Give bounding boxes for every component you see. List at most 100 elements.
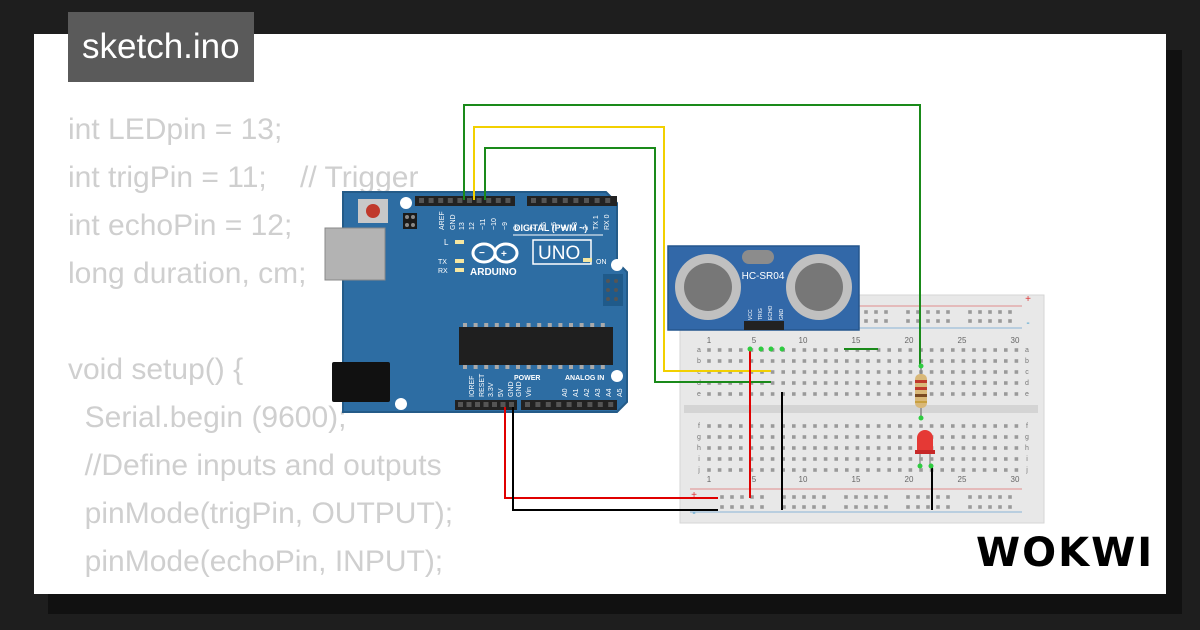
breadboard-hole[interactable]	[982, 381, 987, 385]
rail-hole[interactable]	[968, 319, 972, 323]
rail-hole[interactable]	[926, 505, 930, 509]
breadboard-hole[interactable]	[845, 359, 849, 363]
rail-hole[interactable]	[978, 310, 982, 314]
breadboard-hole[interactable]	[866, 392, 870, 396]
breadboard-hole[interactable]	[961, 468, 966, 472]
breadboard-hole[interactable]	[898, 468, 902, 472]
breadboard-hole[interactable]	[972, 435, 976, 439]
breadboard-hole[interactable]	[887, 392, 891, 396]
breadboard-hole[interactable]	[749, 468, 754, 472]
breadboard-hole[interactable]	[739, 348, 743, 352]
breadboard-hole[interactable]	[919, 468, 923, 472]
breadboard-hole[interactable]	[908, 424, 913, 428]
rail-hole[interactable]	[988, 495, 992, 499]
breadboard-hole[interactable]	[993, 435, 997, 439]
breadboard-hole[interactable]	[813, 381, 817, 385]
breadboard-hole[interactable]	[1014, 348, 1019, 352]
rail-hole[interactable]	[822, 495, 826, 499]
header-pin[interactable]	[457, 198, 463, 203]
breadboard-hole[interactable]	[717, 359, 722, 363]
breadboard-hole[interactable]	[940, 446, 944, 450]
rail-hole[interactable]	[864, 310, 868, 314]
breadboard-hole[interactable]	[813, 468, 817, 472]
header-pin[interactable]	[475, 402, 480, 407]
breadboard-hole[interactable]	[834, 424, 838, 428]
breadboard-hole[interactable]	[908, 381, 913, 385]
breadboard-hole[interactable]	[855, 370, 860, 374]
breadboard-hole[interactable]	[792, 446, 796, 450]
breadboard-hole[interactable]	[951, 370, 955, 374]
breadboard-hole[interactable]	[898, 381, 902, 385]
rail-hole[interactable]	[978, 319, 982, 323]
breadboard-hole[interactable]	[929, 392, 934, 396]
breadboard-hole[interactable]	[834, 446, 838, 450]
breadboard-hole[interactable]	[1004, 424, 1008, 428]
breadboard-hole[interactable]	[1014, 381, 1019, 385]
breadboard-hole[interactable]	[823, 381, 828, 385]
breadboard-hole[interactable]	[908, 392, 913, 396]
breadboard-hole[interactable]	[887, 381, 891, 385]
breadboard-hole[interactable]	[749, 392, 754, 396]
breadboard-hole[interactable]	[866, 457, 870, 461]
breadboard-hole[interactable]	[993, 359, 997, 363]
breadboard-hole[interactable]	[770, 359, 775, 363]
breadboard-hole[interactable]	[940, 424, 944, 428]
rail-hole[interactable]	[864, 495, 868, 499]
breadboard-hole[interactable]	[972, 370, 976, 374]
header-pin[interactable]	[587, 402, 593, 407]
breadboard-hole[interactable]	[792, 435, 796, 439]
rail-hole[interactable]	[802, 505, 806, 509]
breadboard-hole[interactable]	[792, 392, 796, 396]
breadboard-hole[interactable]	[823, 468, 828, 472]
breadboard-hole[interactable]	[823, 435, 828, 439]
breadboard-hole[interactable]	[866, 424, 870, 428]
breadboard-hole[interactable]	[929, 348, 934, 352]
breadboard-hole[interactable]	[717, 446, 722, 450]
breadboard-hole[interactable]	[781, 359, 785, 363]
breadboard-hole[interactable]	[982, 348, 987, 352]
breadboard-hole[interactable]	[770, 446, 775, 450]
header-pin[interactable]	[608, 402, 614, 407]
rail-hole[interactable]	[782, 505, 786, 509]
rail-hole[interactable]	[1008, 495, 1012, 499]
breadboard-hole[interactable]	[845, 457, 849, 461]
breadboard-hole[interactable]	[908, 457, 913, 461]
breadboard-hole[interactable]	[728, 424, 732, 428]
rail-hole[interactable]	[906, 319, 910, 323]
breadboard-hole[interactable]	[834, 435, 838, 439]
breadboard-hole[interactable]	[993, 457, 997, 461]
header-pin[interactable]	[566, 402, 572, 407]
breadboard-hole[interactable]	[823, 392, 828, 396]
header-pin[interactable]	[467, 198, 472, 203]
rail-hole[interactable]	[884, 505, 888, 509]
breadboard-hole[interactable]	[739, 359, 743, 363]
header-pin[interactable]	[541, 198, 547, 203]
header-pin[interactable]	[486, 198, 492, 203]
rail-hole[interactable]	[730, 505, 734, 509]
rail-hole[interactable]	[782, 495, 786, 499]
header-pin[interactable]	[597, 402, 603, 407]
breadboard-hole[interactable]	[940, 457, 944, 461]
breadboard-hole[interactable]	[940, 370, 944, 374]
rail-hole[interactable]	[946, 310, 950, 314]
rail-hole[interactable]	[760, 505, 764, 509]
breadboard-hole[interactable]	[1004, 457, 1008, 461]
breadboard-hole[interactable]	[993, 468, 997, 472]
breadboard-hole[interactable]	[781, 370, 785, 374]
breadboard-hole[interactable]	[1004, 468, 1008, 472]
breadboard-hole[interactable]	[834, 381, 838, 385]
rail-hole[interactable]	[884, 495, 888, 499]
rail-hole[interactable]	[936, 319, 940, 323]
breadboard-hole[interactable]	[823, 424, 828, 428]
rail-hole[interactable]	[730, 495, 734, 499]
breadboard-hole[interactable]	[813, 370, 817, 374]
header-pin[interactable]	[428, 198, 434, 203]
breadboard-hole[interactable]	[866, 370, 870, 374]
breadboard-hole[interactable]	[866, 446, 870, 450]
breadboard-hole[interactable]	[866, 381, 870, 385]
breadboard-hole[interactable]	[760, 468, 764, 472]
breadboard-hole[interactable]	[707, 348, 711, 352]
rail-hole[interactable]	[916, 319, 920, 323]
rail-hole[interactable]	[740, 495, 744, 499]
header-pin[interactable]	[531, 198, 536, 203]
